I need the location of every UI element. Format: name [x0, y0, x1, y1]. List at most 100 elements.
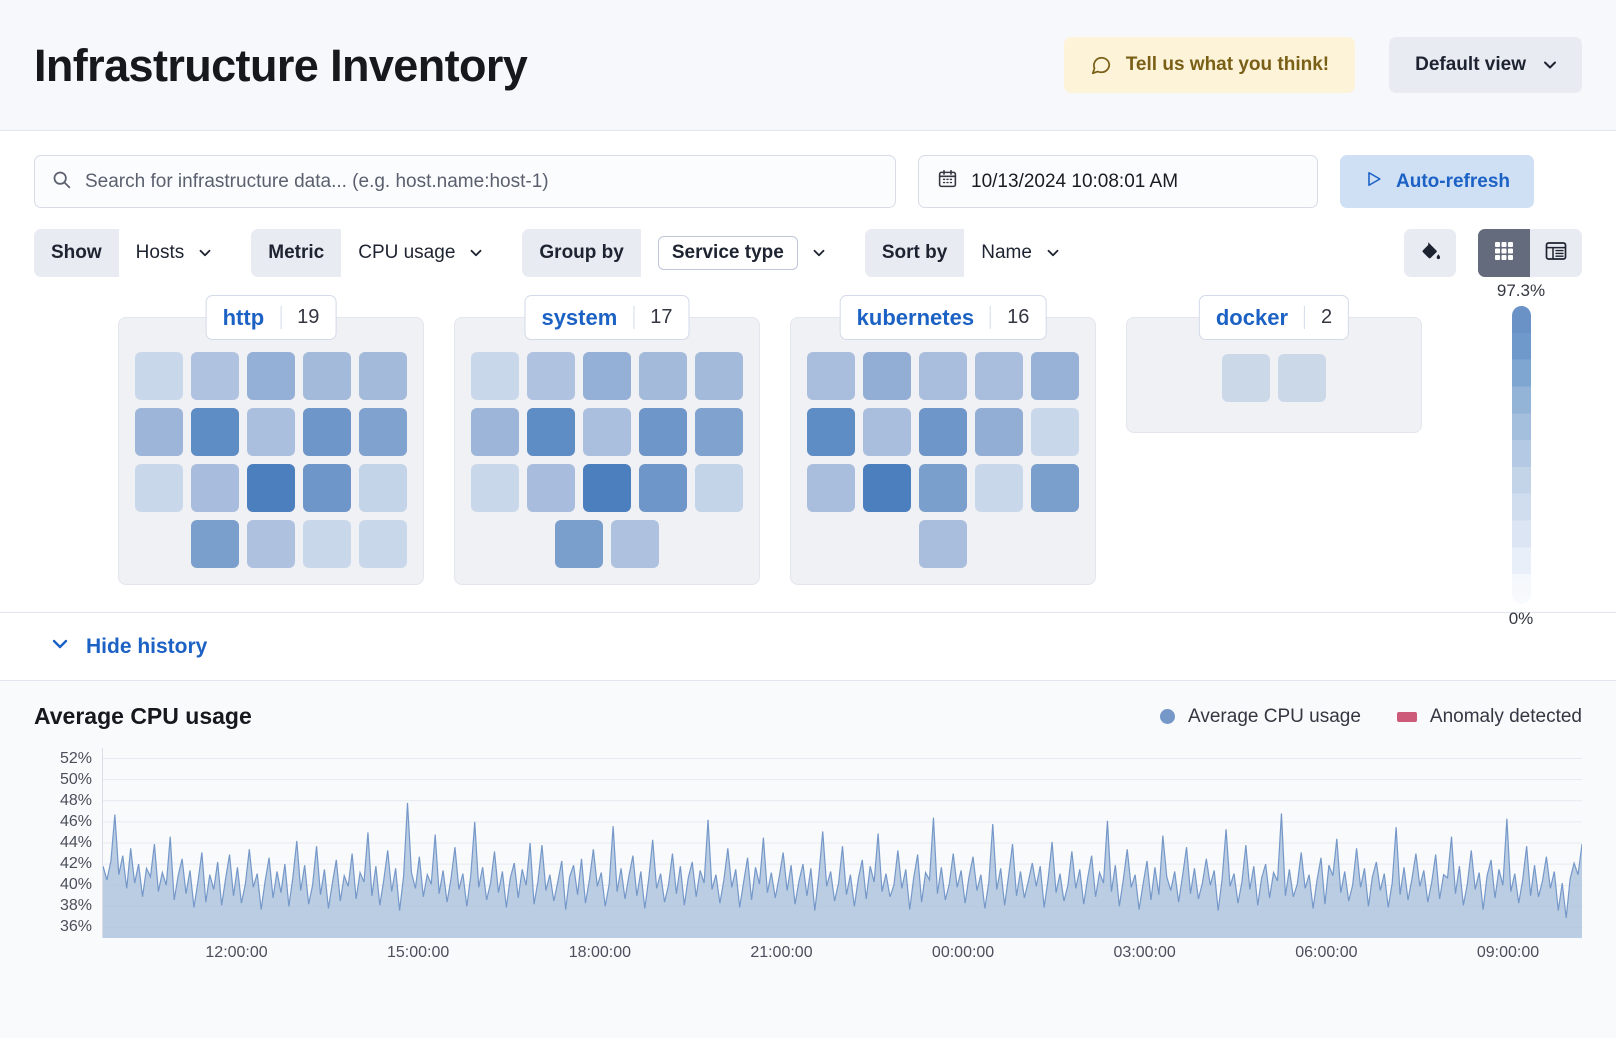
filter-show-value-text: Hosts [135, 242, 185, 263]
search-input[interactable] [85, 170, 879, 193]
group-name: kubernetes [856, 304, 975, 330]
group-name: docker [1215, 304, 1289, 330]
waffle-node[interactable] [247, 352, 295, 400]
date-picker[interactable]: 10/13/2024 10:08:01 AM [918, 155, 1318, 208]
waffle-node[interactable] [359, 464, 407, 512]
waffle-row [807, 408, 1079, 456]
waffle-node[interactable] [303, 520, 351, 568]
filter-group-by-value[interactable]: Service type [640, 229, 845, 277]
waffle-node[interactable] [583, 464, 631, 512]
feedback-label: Tell us what you think! [1125, 54, 1330, 75]
legend-label: Average CPU usage [1188, 705, 1361, 727]
waffle-node[interactable] [527, 464, 575, 512]
hide-history-toggle[interactable]: Hide history [0, 613, 1616, 681]
waffle-node[interactable] [191, 520, 239, 568]
y-axis-tick: 44% [59, 834, 92, 851]
header-actions: Tell us what you think! Default view [1063, 37, 1582, 93]
waffle-node[interactable] [975, 464, 1023, 512]
legend-max-label: 97.3% [1496, 281, 1546, 300]
filter-sort-by: Sort by Name [864, 229, 1079, 277]
search-box[interactable] [34, 155, 896, 208]
filter-metric-value[interactable]: CPU usage [341, 229, 503, 277]
chevron-down-icon [48, 632, 72, 661]
waffle-node[interactable] [807, 464, 855, 512]
legend-min-label: 0% [1508, 609, 1534, 628]
x-axis-tick: 09:00:00 [1476, 944, 1540, 961]
waffle-node[interactable] [919, 352, 967, 400]
waffle-node[interactable] [695, 352, 743, 400]
waffle-node[interactable] [1031, 408, 1079, 456]
group-count: 19 [280, 306, 335, 329]
waffle-node[interactable] [191, 408, 239, 456]
waffle-node[interactable] [863, 464, 911, 512]
waffle-node[interactable] [359, 520, 407, 568]
waffle-node[interactable] [695, 464, 743, 512]
waffle-node[interactable] [191, 464, 239, 512]
waffle-node[interactable] [303, 464, 351, 512]
auto-refresh-button[interactable]: Auto-refresh [1340, 155, 1535, 208]
waffle-node[interactable] [639, 408, 687, 456]
waffle-node[interactable] [527, 352, 575, 400]
waffle-node[interactable] [471, 408, 519, 456]
waffle-node[interactable] [611, 520, 659, 568]
filter-show-value[interactable]: Hosts [118, 229, 232, 277]
waffle-node[interactable] [583, 352, 631, 400]
x-axis-tick: 12:00:00 [205, 944, 268, 961]
comment-icon [1090, 54, 1112, 76]
waffle-node[interactable] [863, 352, 911, 400]
waffle-node[interactable] [135, 352, 183, 400]
waffle-node[interactable] [807, 408, 855, 456]
waffle-row [555, 520, 659, 568]
waffle-node[interactable] [583, 408, 631, 456]
waffle-node[interactable] [919, 464, 967, 512]
view-mode-table-button[interactable] [1530, 229, 1582, 277]
waffle-node[interactable] [135, 464, 183, 512]
color-palette-button[interactable] [1404, 229, 1456, 277]
filter-sort-by-value[interactable]: Name [964, 229, 1079, 277]
waffle-node[interactable] [1278, 354, 1326, 402]
feedback-button[interactable]: Tell us what you think! [1063, 37, 1356, 93]
waffle-node[interactable] [695, 408, 743, 456]
waffle-node[interactable] [975, 352, 1023, 400]
waffle-node[interactable] [247, 408, 295, 456]
legend-item-anomaly-detected[interactable]: Anomaly detected [1396, 706, 1582, 728]
waffle-node[interactable] [359, 408, 407, 456]
waffle-node[interactable] [639, 352, 687, 400]
view-mode-map-button[interactable] [1478, 229, 1530, 277]
waffle-node[interactable] [1031, 352, 1079, 400]
waffle-node[interactable] [359, 352, 407, 400]
waffle-node[interactable] [135, 408, 183, 456]
waffle-node[interactable] [919, 520, 967, 568]
waffle-row [471, 464, 743, 512]
calendar-icon [937, 168, 958, 195]
waffle-row [135, 464, 407, 512]
plot-area[interactable] [102, 748, 1582, 938]
waffle-node[interactable] [975, 408, 1023, 456]
group-body [454, 317, 760, 585]
waffle-node[interactable] [863, 408, 911, 456]
waffle-node[interactable] [303, 352, 351, 400]
chevron-down-icon [467, 244, 485, 262]
waffle-node[interactable] [1222, 354, 1270, 402]
waffle-node[interactable] [1031, 464, 1079, 512]
y-axis-tick: 52% [59, 749, 92, 767]
legend-item-average-cpu-usage[interactable]: Average CPU usage [1160, 706, 1361, 728]
view-selector[interactable]: Default view [1389, 37, 1582, 93]
waffle-node[interactable] [191, 352, 239, 400]
y-axis-tick: 36% [59, 918, 92, 936]
waffle-node[interactable] [303, 408, 351, 456]
waffle-node[interactable] [527, 408, 575, 456]
waffle-node[interactable] [919, 408, 967, 456]
waffle-node[interactable] [471, 464, 519, 512]
waffle-node[interactable] [807, 352, 855, 400]
waffle-node[interactable] [247, 520, 295, 568]
waffle-node[interactable] [471, 352, 519, 400]
waffle-node[interactable] [639, 464, 687, 512]
waffle-node[interactable] [555, 520, 603, 568]
waffle-node[interactable] [247, 464, 295, 512]
